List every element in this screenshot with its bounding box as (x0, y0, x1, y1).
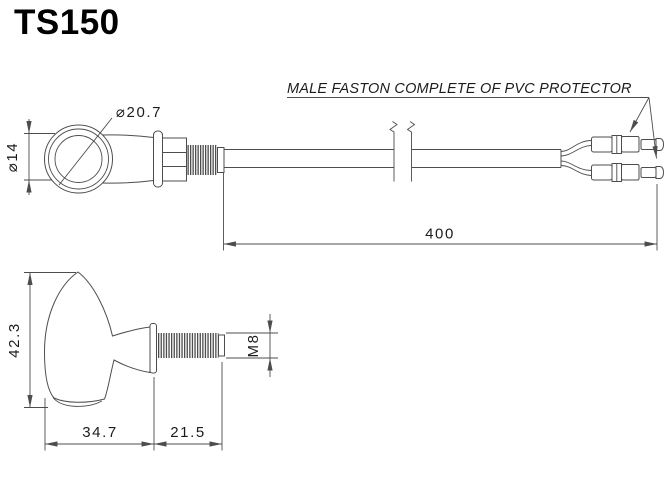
dim-label-cable-length: 400 (425, 226, 455, 243)
body-taper-bottom-edge (102, 180, 154, 184)
lens-bottom-arc (52, 397, 103, 407)
lower-wire (560, 165, 592, 176)
cable-break-mark (406, 121, 416, 182)
dimension-body-length: 34.7 (44, 377, 155, 451)
front-view (44, 117, 665, 194)
base-flange (153, 130, 163, 188)
lens-outer-circle (44, 124, 113, 194)
dimension-thread-length: 21.5 (154, 362, 223, 451)
callout-leader-upper (629, 97, 650, 133)
lens-mid-circle (48, 128, 109, 190)
callout-leader-lower (648, 97, 658, 159)
faston-connector-lower (591, 163, 665, 182)
dim-label-lens-outer: ⌀20.7 (116, 104, 162, 121)
upper-wire (560, 140, 592, 152)
thread-end-cap (217, 147, 225, 173)
dim-label-thread-size: M8 (245, 333, 262, 357)
faston-callout-label: MALE FASTON COMPLETE OF PVC PROTECTOR (287, 81, 632, 97)
dimension-thread-size: M8 (226, 314, 278, 377)
indicator-body-outline (43, 271, 151, 403)
lens-inner-circle (54, 135, 103, 183)
dimension-lens-outer-diameter: ⌀20.7 (116, 104, 162, 121)
side-view (43, 271, 225, 407)
lens-diameter-leader-line (58, 117, 113, 186)
dim-label-thread-length: 21.5 (170, 424, 206, 441)
dim-label-body-height: 42.3 (6, 322, 23, 358)
base-flange-side (149, 323, 157, 374)
dimension-lens-inner-diameter: ⌀14 (4, 119, 55, 195)
upper-wire (560, 145, 592, 157)
lower-wire (560, 160, 592, 171)
faston-callout: MALE FASTON COMPLETE OF PVC PROTECTOR (287, 81, 658, 159)
dim-label-lens-inner: ⌀14 (4, 142, 21, 173)
cable-break-mark (389, 121, 398, 182)
drawing-title: TS150 (14, 3, 120, 42)
thread-end-cap-side (218, 334, 225, 357)
dim-label-body-length: 34.7 (82, 424, 118, 441)
faston-connector-upper (591, 135, 665, 154)
body-taper-top-edge (102, 134, 154, 138)
dimension-cable-length: 400 (223, 172, 658, 251)
dimension-body-height: 42.3 (6, 272, 76, 408)
hex-nut (162, 137, 187, 182)
